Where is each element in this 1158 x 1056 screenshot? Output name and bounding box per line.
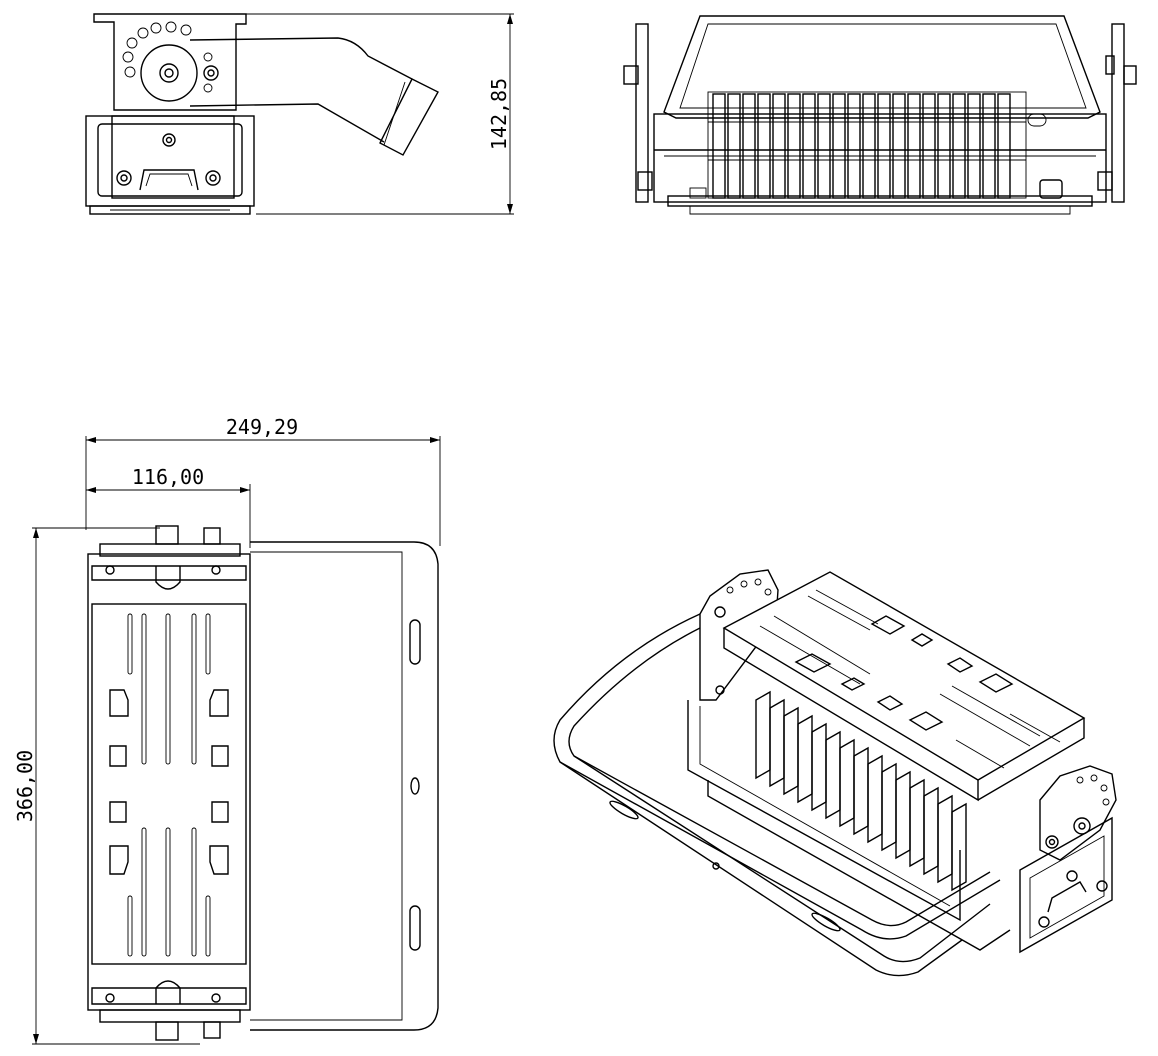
cover-slots [759,589,1061,769]
dimension-length: 366,00 [13,750,37,822]
dimension-height: 142,85 [487,78,511,150]
bracket-holes [122,21,213,93]
plan-view: 249,29 116,00 366,00 [13,415,441,1045]
dimension-bracket-width: 116,00 [132,465,204,489]
heatsink-fins [707,91,1027,199]
dimension-overall-width: 249,29 [226,415,298,439]
iso-fins [755,690,967,892]
side-view: 142,85 [85,13,514,215]
front-view [623,15,1137,215]
isometric-view [553,569,1117,977]
clip-tabs [109,689,229,875]
vent-slots [127,613,211,957]
